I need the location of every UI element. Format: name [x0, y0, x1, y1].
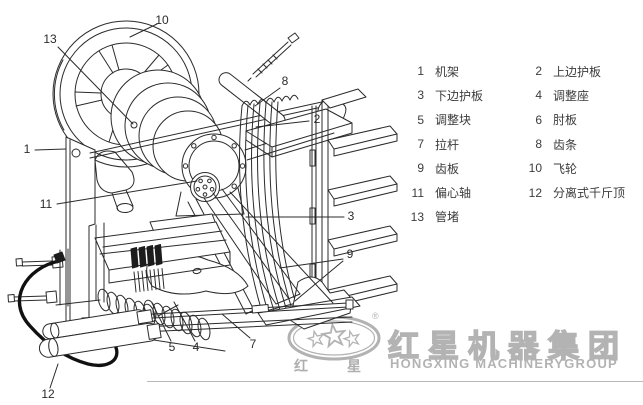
- legend-item-12: 12 分离式千斤顶: [522, 180, 642, 204]
- legend-item-4: 4 调整座: [522, 83, 642, 107]
- legend-number: 10: [528, 161, 542, 176]
- legend-label: 调整块: [435, 113, 472, 128]
- legend-label: 上边护板: [553, 64, 602, 79]
- eccentric-shaft-assembly: [111, 70, 246, 216]
- legend-item-1: 1 机架: [404, 59, 522, 83]
- legend-number: 11: [411, 185, 424, 200]
- legend-item-10: 10 飞轮: [522, 156, 642, 180]
- legend-item-6: 6 肘板: [522, 108, 642, 132]
- callout-12: 12: [41, 387, 55, 401]
- jaw-tooth-plates: [240, 95, 301, 312]
- callout-5: 5: [169, 340, 176, 354]
- legend-number: 3: [417, 88, 424, 103]
- bottom-divider-line: [147, 381, 643, 382]
- legend-item-11: 11 偏心轴: [404, 180, 522, 204]
- legend-number: 7: [417, 137, 424, 152]
- legend-number: 1: [417, 64, 424, 79]
- logo-char-hong: 红: [294, 358, 308, 374]
- legend-item-3: 3 下边护板: [404, 83, 522, 107]
- legend-label: 齿条: [553, 137, 578, 152]
- registered-mark: ®: [372, 311, 379, 321]
- legend-item-2: 2 上边护板: [522, 59, 642, 83]
- hydraulic-jack: [19, 252, 178, 365]
- legend-label: 分离式千斤顶: [553, 186, 626, 201]
- legend-label: 偏心轴: [435, 186, 472, 201]
- legend-item-7: 7 拉杆: [404, 132, 522, 156]
- legend-number: 5: [417, 112, 424, 127]
- legend-item-9: 9 齿板: [404, 156, 522, 180]
- anchor-bolt: [248, 33, 299, 81]
- legend-item-8: 8 齿条: [522, 132, 642, 156]
- legend-label: 肘板: [553, 113, 578, 128]
- callout-4: 4: [193, 340, 200, 354]
- legend-number: 13: [410, 209, 424, 224]
- callout-2: 2: [314, 112, 321, 126]
- callout-labels: 10 13 1 11 2 8 3 9 5 4 7 12: [24, 13, 355, 401]
- logo-text-en: HONGXING MACHINERYGROUP: [390, 356, 618, 371]
- legend-item-5: 5 调整块: [404, 108, 522, 132]
- callout-3: 3: [348, 209, 355, 223]
- legend-number: 4: [535, 88, 542, 103]
- legend-label: 齿板: [435, 161, 460, 176]
- legend-number: 9: [417, 161, 424, 176]
- callout-9: 9: [347, 247, 354, 261]
- legend-item-13: 13 管堵: [404, 205, 522, 229]
- legend-number: 6: [535, 112, 542, 127]
- callout-8: 8: [282, 74, 289, 88]
- callout-13: 13: [43, 32, 57, 46]
- legend-number: 12: [528, 185, 542, 200]
- legend-label: 飞轮: [553, 161, 578, 176]
- legend-label: 管堵: [435, 210, 460, 225]
- callout-11: 11: [40, 197, 53, 211]
- legend-label: 机架: [435, 64, 460, 79]
- logo-char-xing: 星: [347, 358, 361, 374]
- legend-number: 2: [535, 64, 542, 79]
- logo-text-zh: 红星机器集团: [387, 328, 628, 364]
- callout-7: 7: [250, 337, 257, 351]
- legend-label: 调整座: [553, 88, 590, 103]
- legend-label: 拉杆: [435, 137, 460, 152]
- callout-10: 10: [155, 13, 169, 27]
- adjusting-assembly: [95, 214, 230, 302]
- legend-label: 下边护板: [435, 88, 484, 103]
- legend-number: 8: [535, 137, 542, 152]
- callout-leaders: [35, 24, 344, 388]
- callout-1: 1: [24, 142, 31, 156]
